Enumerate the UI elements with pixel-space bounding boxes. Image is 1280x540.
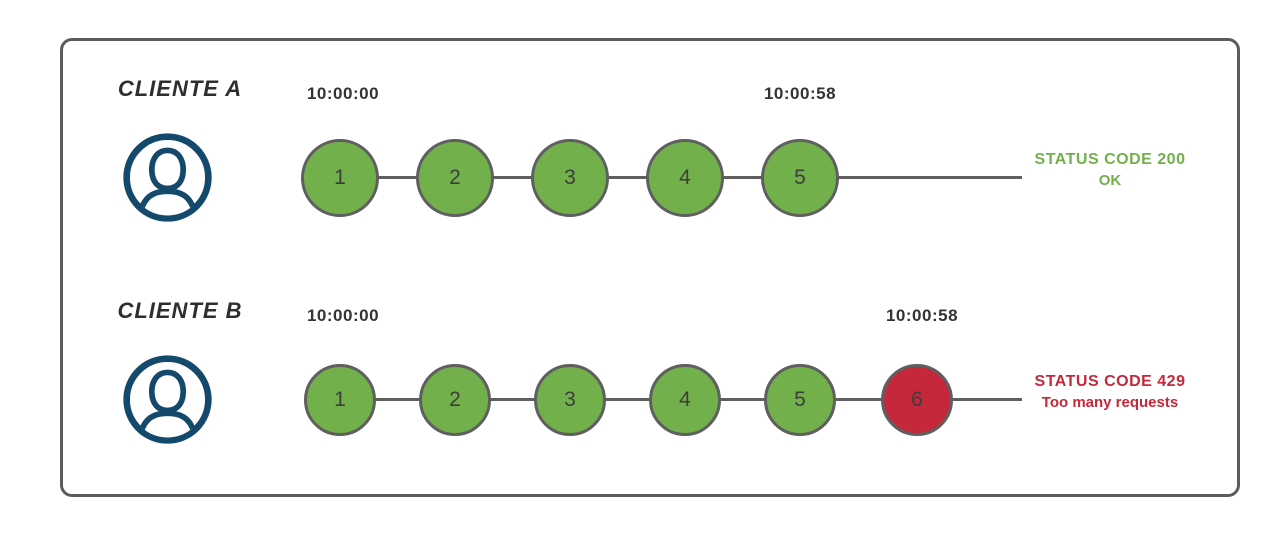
request-circle-a5: 5 [761, 139, 839, 217]
status-message-line: Too many requests [1041, 393, 1179, 411]
request-number: 5 [794, 166, 806, 189]
request-circle-a3: 3 [531, 139, 609, 217]
client-b-status-text: STATUS CODE 429 Too many requests [1020, 372, 1200, 412]
request-number: 3 [564, 388, 576, 411]
request-number: 5 [794, 388, 806, 411]
request-number: 6 [911, 388, 923, 411]
client-b-start-timestamp: 10:00:00 [306, 306, 380, 325]
diagram-frame [60, 38, 1240, 497]
request-circle-a1: 1 [301, 139, 379, 217]
client-a-end-timestamp: 10:00:58 [763, 84, 837, 103]
request-number: 2 [449, 166, 461, 189]
user-avatar-icon [123, 355, 212, 444]
client-b-end-timestamp: 10:00:58 [885, 306, 959, 325]
request-circle-b6: 6 [881, 364, 953, 436]
request-circle-b4: 4 [649, 364, 721, 436]
request-circle-a4: 4 [646, 139, 724, 217]
request-number: 4 [679, 388, 691, 411]
request-number: 2 [449, 388, 461, 411]
client-b-label: CLIENTE B [117, 298, 243, 323]
request-circle-b2: 2 [419, 364, 491, 436]
client-a-label: CLIENTE A [117, 76, 243, 101]
request-number: 4 [679, 166, 691, 189]
request-circle-b3: 3 [534, 364, 606, 436]
client-a-status-text: STATUS CODE 200 OK [1020, 150, 1200, 190]
request-circle-a2: 2 [416, 139, 494, 217]
request-circle-b5: 5 [764, 364, 836, 436]
request-number: 3 [564, 166, 576, 189]
request-number: 1 [334, 166, 346, 189]
status-code-line: STATUS CODE 200 [1034, 151, 1186, 168]
status-message-line: OK [1098, 171, 1122, 189]
user-avatar-icon [123, 133, 212, 222]
client-a-start-timestamp: 10:00:00 [306, 84, 380, 103]
status-code-line: STATUS CODE 429 [1034, 373, 1186, 390]
request-number: 1 [334, 388, 346, 411]
request-circle-b1: 1 [304, 364, 376, 436]
